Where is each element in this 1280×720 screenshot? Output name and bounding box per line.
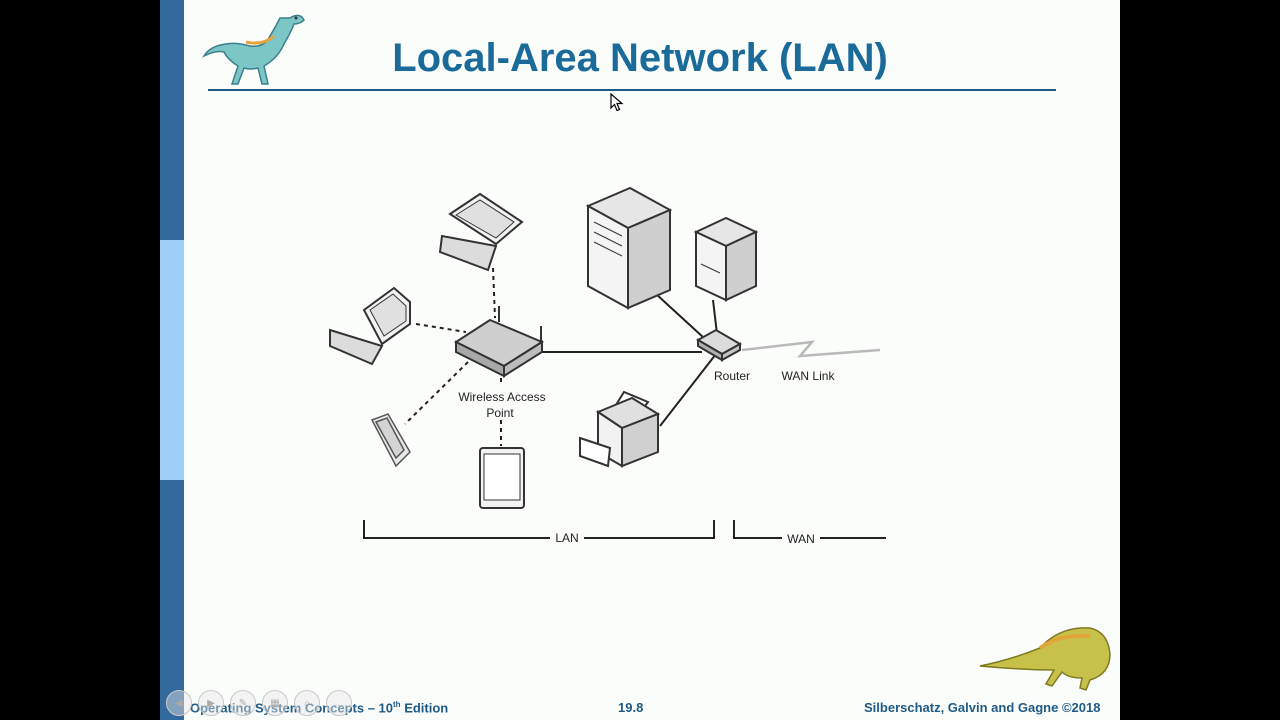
slide-title: Local-Area Network (LAN): [392, 36, 888, 80]
wan-label: WAN: [787, 532, 815, 546]
router-label: Router: [714, 369, 750, 383]
lan-bracket: [363, 520, 715, 539]
dinosaur-logo-top: [202, 14, 305, 85]
slide: Local-Area Network (LAN): [160, 0, 1120, 720]
footer-authors: Silberschatz, Galvin and Gagne ©2018: [864, 700, 1101, 715]
slide-side-bar-highlight: [160, 240, 184, 480]
play-icon[interactable]: ▶: [198, 690, 224, 716]
laptop-left-icon: [329, 286, 411, 366]
footer-edition-sup: th: [393, 700, 401, 709]
wan-bracket: [733, 520, 886, 539]
footer-page-number: 19.8: [618, 700, 644, 715]
small-server-icon: [693, 216, 759, 302]
tablet-icon: [479, 447, 525, 509]
footer-edition-suffix: Edition: [400, 700, 449, 716]
laptop-top-icon: [438, 192, 524, 272]
prev-icon[interactable]: ◀: [166, 690, 192, 716]
tower-server-icon: [585, 186, 673, 310]
wireless-access-point-label-line1: Wireless Access: [458, 390, 545, 404]
lan-diagram: Wireless Access Point Router WAN Link LA…: [329, 186, 886, 546]
router-icon: [695, 328, 743, 362]
pen-icon[interactable]: ✎: [230, 690, 256, 716]
wan-link-line: [741, 340, 881, 358]
zoom-icon[interactable]: ⌕: [294, 690, 320, 716]
wan-link-label: WAN Link: [782, 369, 836, 383]
mouse-cursor-icon: [610, 93, 624, 112]
title-rule: [208, 89, 1056, 91]
printer-icon: [579, 390, 661, 468]
phone-icon: [370, 413, 411, 468]
player-controls: ◀ ▶ ✎ ▦ ⌕ …: [166, 690, 352, 716]
lan-label: LAN: [555, 531, 578, 545]
slide-side-bar: [160, 0, 184, 720]
dinosaur-logo-bottom: [979, 627, 1111, 691]
wireless-access-point-label-line2: Point: [486, 406, 514, 420]
wireless-links: [404, 267, 502, 446]
more-icon[interactable]: …: [326, 690, 352, 716]
grid-icon[interactable]: ▦: [262, 690, 288, 716]
wired-links: [540, 293, 718, 427]
wireless-access-point-icon: [453, 306, 545, 378]
